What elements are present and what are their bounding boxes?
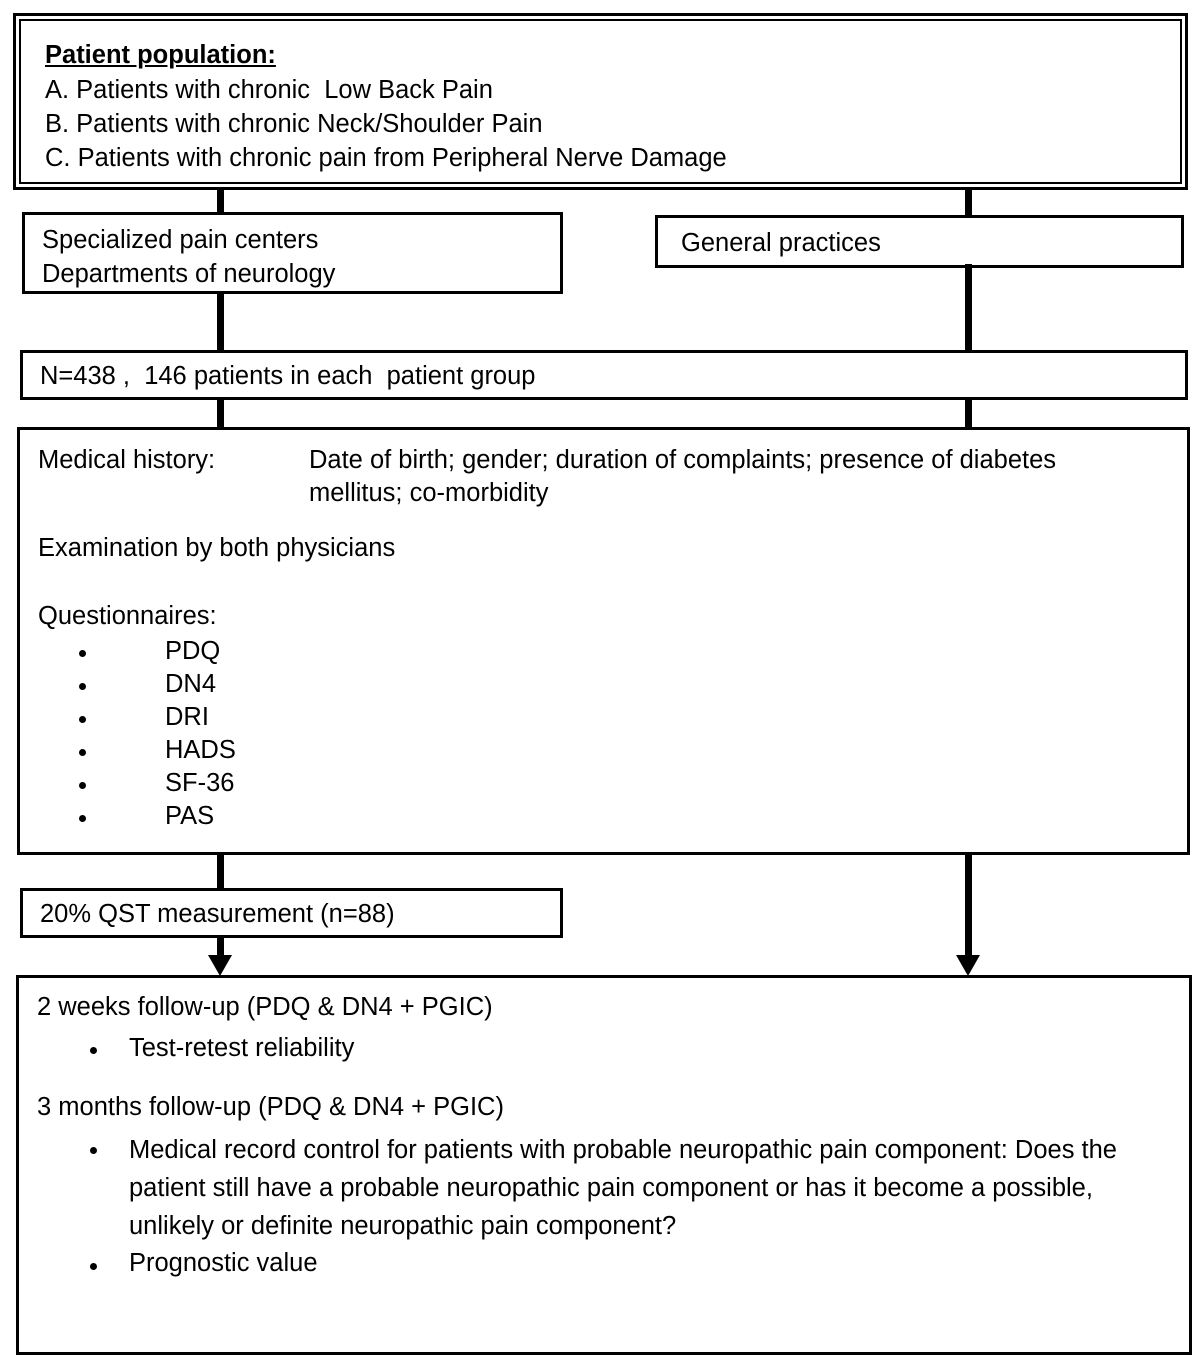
questionnaire-label: HADS	[165, 736, 236, 764]
patient-population-heading: Patient population:	[45, 41, 276, 69]
node-qst-measurement: 20% QST measurement (n=88)	[20, 888, 563, 938]
questionnaires-label: Questionnaires:	[38, 602, 217, 630]
three-months-bullet-label: Prognostic value	[129, 1249, 318, 1277]
three-months-followup-label: 3 months follow-up (PDQ & DN4 + PGIC)	[37, 1093, 504, 1121]
node-general-practices: General practices	[655, 215, 1184, 268]
patient-population-line-b: B. Patients with chronic Neck/Shoulder P…	[45, 110, 543, 138]
medical-history-text: Date of birth; gender; duration of compl…	[309, 446, 1057, 507]
questionnaire-label: DN4	[165, 670, 217, 698]
three-months-bullet-label: Medical record control for patients with…	[129, 1136, 1117, 1240]
bullet-dot-icon	[90, 1263, 97, 1270]
connector-population-to-specialized	[217, 188, 224, 216]
patient-population-line-c: C. Patients with chronic pain from Perip…	[45, 144, 727, 172]
connector-sample-size-to-assessment-left	[217, 398, 224, 429]
questionnaire-label: SF-36	[165, 769, 235, 797]
connector-general-practices-to-sample-size	[965, 264, 972, 352]
connector-assessment-to-followup	[965, 853, 972, 959]
connector-qst-to-followup	[217, 936, 224, 959]
examination-text: Examination by both physicians	[38, 534, 396, 562]
qst-label: 20% QST measurement (n=88)	[40, 900, 395, 928]
patient-population-line-a: A. Patients with chronic Low Back Pain	[45, 76, 493, 104]
bullet-dot-icon	[79, 749, 86, 756]
bullet-dot-icon	[90, 1147, 97, 1154]
bullet-dot-icon	[79, 683, 86, 690]
connector-assessment-to-qst	[217, 853, 224, 890]
bullet-dot-icon	[79, 716, 86, 723]
arrowhead-qst-to-followup	[208, 955, 232, 976]
bullet-dot-icon	[79, 782, 86, 789]
node-specialized-pain-centers: Specialized pain centers Departments of …	[22, 212, 563, 294]
node-follow-up: 2 weeks follow-up (PDQ & DN4 + PGIC) Tes…	[16, 975, 1192, 1355]
bullet-dot-icon	[90, 1047, 97, 1054]
bullet-dot-icon	[79, 650, 86, 657]
node-assessment: Medical history: Date of birth; gender; …	[17, 427, 1190, 855]
connector-specialized-to-sample-size	[217, 291, 224, 352]
questionnaire-label: DRI	[165, 703, 209, 731]
bullet-dot-icon	[79, 815, 86, 822]
two-weeks-followup-label: 2 weeks follow-up (PDQ & DN4 + PGIC)	[37, 993, 493, 1021]
specialized-pain-centers-line1: Specialized pain centers	[42, 226, 319, 254]
node-sample-size: N=438 , 146 patients in each patient gro…	[20, 350, 1188, 400]
two-weeks-bullet-label: Test-retest reliability	[129, 1034, 355, 1062]
connector-population-to-general-practices	[965, 188, 972, 218]
sample-size-label: N=438 , 146 patients in each patient gro…	[40, 362, 536, 390]
specialized-pain-centers-line2: Departments of neurology	[42, 260, 336, 288]
node-patient-population: Patient population: A. Patients with chr…	[13, 13, 1188, 190]
questionnaire-label: PAS	[165, 802, 215, 830]
questionnaire-label: PDQ	[165, 637, 221, 665]
medical-history-label: Medical history:	[38, 446, 216, 474]
general-practices-label: General practices	[681, 229, 881, 257]
connector-sample-size-to-assessment-right	[965, 398, 972, 429]
arrowhead-assessment-to-followup	[956, 955, 980, 976]
